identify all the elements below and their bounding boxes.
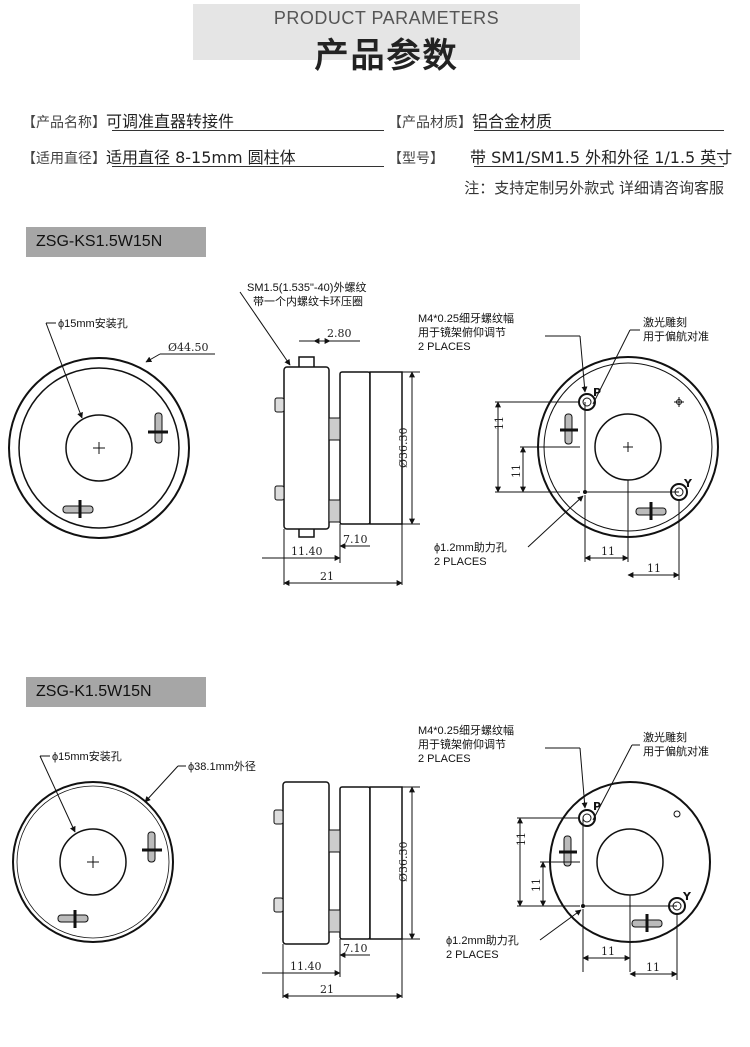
model1-dim-right: 7.10 <box>343 533 368 546</box>
model2-d11-b: 11 <box>530 878 543 892</box>
model1-front-view: ϕ15mm安装孔 Ø44.50 <box>8 316 215 539</box>
model1-dim-top: 2.80 <box>327 327 352 340</box>
model1-pin-line2: 2 PLACES <box>434 556 487 568</box>
model2-front-view: ϕ15mm安装孔 ϕ38.1mm外径 <box>12 749 256 943</box>
model1-d11-d: 11 <box>647 562 661 575</box>
model1-pin-line1: ϕ1.2mm助力孔 <box>434 540 507 554</box>
model1-laser-line1: 激光雕刻 <box>643 315 687 329</box>
title-banner <box>193 4 580 60</box>
model1-m4-line2: 用于镜架俯仰调节 <box>418 325 506 339</box>
model1-d11-c: 11 <box>601 545 615 558</box>
model1-mark-p: P <box>593 386 601 399</box>
param-name-underline <box>112 130 384 131</box>
model1-outer-dim: Ø44.50 <box>168 341 209 354</box>
model1-dim-total: 21 <box>320 570 334 583</box>
param-model-value: 带 SM1/SM1.5 外和外径 1/1.5 英寸 <box>470 148 733 167</box>
model2-laser-line1: 激光雕刻 <box>643 730 687 744</box>
model1-label: ZSG-KS1.5W15N <box>26 227 206 257</box>
model2-side-view: Ø36.30 11.40 7.10 21 <box>262 781 420 999</box>
param-name-value: 可调准直器转接件 <box>106 112 235 131</box>
model1-m4-line1: M4*0.25细牙螺纹幅 <box>418 311 514 325</box>
model1-thread-line2: 带一个内螺纹卡环压圈 <box>253 294 363 308</box>
model2-outer-label: ϕ38.1mm外径 <box>188 760 256 773</box>
model2-m4-line3: 2 PLACES <box>418 753 471 765</box>
param-material-value: 铝合金材质 <box>472 112 553 131</box>
param-diameter-label: 【适用直径】 <box>22 151 106 167</box>
title-chinese: 产品参数 <box>314 36 459 76</box>
model2-d11-a: 11 <box>515 832 528 846</box>
model2-pin-line1: ϕ1.2mm助力孔 <box>446 933 519 947</box>
model2-d11-c: 11 <box>601 945 615 958</box>
model1-m4-line3: 2 PLACES <box>418 341 471 353</box>
model1-laser-line2: 用于偏航对准 <box>643 329 709 343</box>
model1-d11-a: 11 <box>493 416 506 430</box>
model2-mark-p: P <box>593 800 601 813</box>
param-material: 【产品材质】铝合金材质 <box>388 108 552 132</box>
model2-hole-label: ϕ15mm安装孔 <box>52 749 122 763</box>
model1-hole-label: ϕ15mm安装孔 <box>58 316 128 330</box>
model2-mark-y: Y <box>682 890 692 903</box>
model1-dim-left: 11.40 <box>291 545 323 558</box>
param-name-label: 【产品名称】 <box>22 115 106 131</box>
model1-dim-height: Ø36.30 <box>397 427 410 468</box>
model2-laser-line2: 用于偏航对准 <box>643 744 709 758</box>
model1-thread-line1: SM1.5(1.535"-40)外螺纹 <box>247 280 366 294</box>
param-material-label: 【产品材质】 <box>388 115 472 131</box>
model2-m4-line2: 用于镜架俯仰调节 <box>418 737 506 751</box>
model1-back-view: P Y 11 11 11 11 M4*0.25细牙螺纹幅 用于镜架俯仰调节 2 … <box>418 311 719 580</box>
model2-dim-total: 21 <box>320 983 334 996</box>
param-name: 【产品名称】可调准直器转接件 <box>22 108 234 132</box>
param-model: 【型号】 带 SM1/SM1.5 外和外径 1/1.5 英寸 <box>388 144 732 168</box>
model1-mark-y: Y <box>683 477 693 490</box>
model2-d11-d: 11 <box>646 961 660 974</box>
model2-dim-left: 11.40 <box>290 960 322 973</box>
param-diameter-underline <box>112 166 384 167</box>
param-material-underline <box>474 130 724 131</box>
model1-d11-b: 11 <box>510 464 523 478</box>
custom-note: 注：支持定制另外款式 详细请咨询客服 <box>464 179 724 197</box>
title-english: PRODUCT PARAMETERS <box>273 8 500 28</box>
param-model-label: 【型号】 <box>388 151 444 167</box>
model2-label: ZSG-K1.5W15N <box>26 677 206 707</box>
model2-back-view: P Y 11 11 11 11 M4*0.25细牙螺纹幅 用于镜架俯仰调节 2 … <box>418 723 711 980</box>
param-diameter: 【适用直径】适用直径 8-15mm 圆柱体 <box>22 144 296 168</box>
model2-m4-line1: M4*0.25细牙螺纹幅 <box>418 723 514 737</box>
model2-pin-line2: 2 PLACES <box>446 949 499 961</box>
model2-dim-right: 7.10 <box>343 942 368 955</box>
model2-dim-height: Ø36.30 <box>397 841 410 882</box>
param-diameter-value: 适用直径 8-15mm 圆柱体 <box>106 148 296 167</box>
param-model-underline <box>474 166 724 167</box>
model1-side-view: SM1.5(1.535"-40)外螺纹 带一个内螺纹卡环压圈 2.80 Ø36.… <box>239 280 420 586</box>
